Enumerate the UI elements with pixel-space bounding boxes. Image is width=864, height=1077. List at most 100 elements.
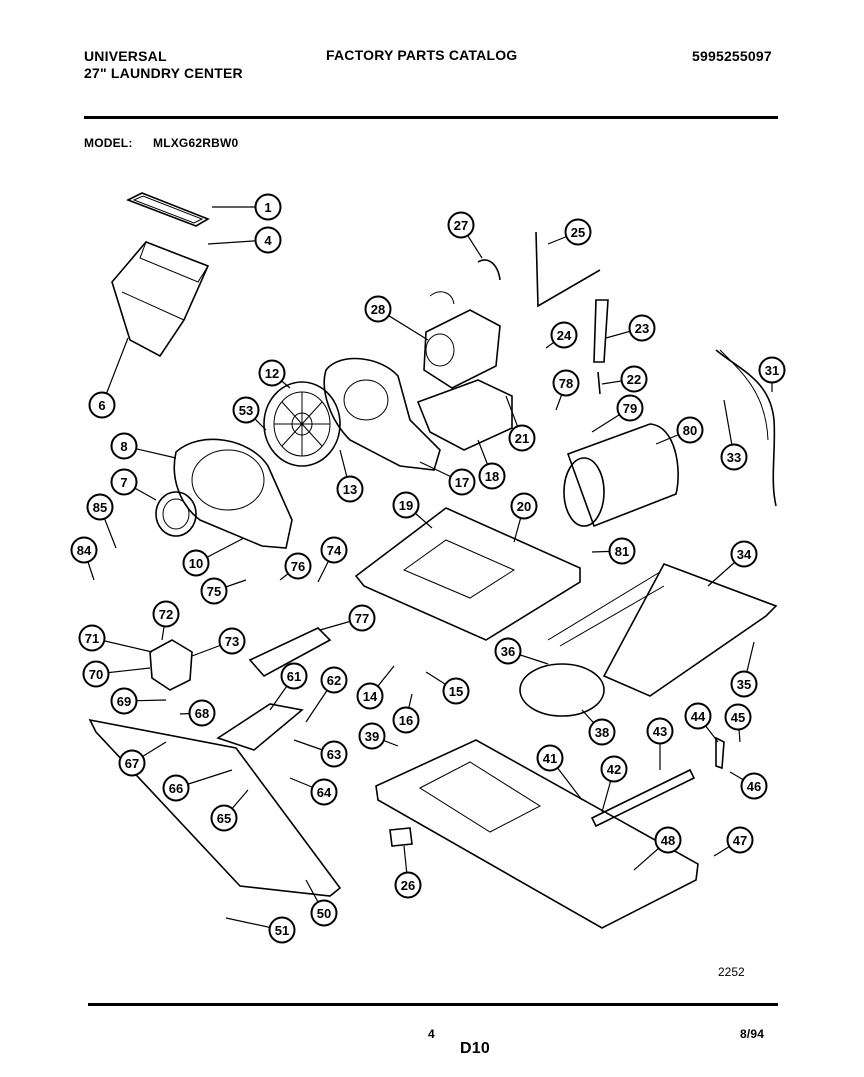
- callout-number: 71: [85, 631, 99, 646]
- callout-circle: [494, 637, 522, 665]
- part-callout-73: 73: [218, 627, 246, 655]
- callout-circle: [740, 772, 768, 800]
- callout-circle: [110, 468, 138, 496]
- part-callout-61: 61: [280, 662, 308, 690]
- callout-number: 76: [291, 559, 305, 574]
- callout-circle: [758, 356, 786, 384]
- callout-number: 75: [207, 584, 221, 599]
- callout-circle: [210, 804, 238, 832]
- callout-number: 66: [169, 781, 183, 796]
- part-callout-18: 18: [478, 462, 506, 490]
- callout-number: 74: [327, 543, 342, 558]
- callout-number: 21: [515, 431, 529, 446]
- brand-label: UNIVERSAL: [84, 48, 167, 64]
- callout-number: 39: [365, 729, 379, 744]
- callout-circle: [654, 826, 682, 854]
- callout-circle: [162, 774, 190, 802]
- callout-number: 4: [264, 233, 272, 248]
- part-callout-48: 48: [654, 826, 682, 854]
- callout-circle: [200, 577, 228, 605]
- part-callout-69: 69: [110, 687, 138, 715]
- part-callout-47: 47: [726, 826, 754, 854]
- callout-circle: [280, 662, 308, 690]
- part-callout-63: 63: [320, 740, 348, 768]
- part-callout-15: 15: [442, 677, 470, 705]
- callout-circle: [608, 537, 636, 565]
- part-callout-64: 64: [310, 778, 338, 806]
- part-callout-38: 38: [588, 718, 616, 746]
- callout-number: 53: [239, 403, 253, 418]
- part-callout-42: 42: [600, 755, 628, 783]
- callout-number: 13: [343, 482, 357, 497]
- parts-drawing: [88, 192, 778, 929]
- callout-circle: [552, 369, 580, 397]
- callout-circle: [730, 670, 758, 698]
- part-callout-45: 45: [724, 703, 752, 731]
- callout-circle: [364, 295, 392, 323]
- part-callout-19: 19: [392, 491, 420, 519]
- callout-circle: [600, 755, 628, 783]
- callout-number: 18: [485, 469, 499, 484]
- callout-circle: [78, 624, 106, 652]
- callout-number: 34: [737, 547, 752, 562]
- part-callout-75: 75: [200, 577, 228, 605]
- callout-number: 38: [595, 725, 609, 740]
- callout-number: 84: [77, 543, 92, 558]
- part-callout-46: 46: [740, 772, 768, 800]
- callout-circle: [720, 443, 748, 471]
- part-callout-70: 70: [82, 660, 110, 688]
- callout-circle: [110, 687, 138, 715]
- callout-circle: [88, 391, 116, 419]
- part-callout-81: 81: [608, 537, 636, 565]
- callout-circle: [320, 740, 348, 768]
- callout-circle: [478, 462, 506, 490]
- callout-number: 31: [765, 363, 779, 378]
- callout-number: 78: [559, 376, 573, 391]
- part-callout-8: 8: [110, 432, 138, 460]
- model-label: MODEL:: [84, 136, 133, 150]
- part-callout-25: 25: [564, 218, 592, 246]
- callout-number: 85: [93, 500, 107, 515]
- callout-circle: [358, 722, 386, 750]
- part-callout-6: 6: [88, 391, 116, 419]
- callout-number: 6: [98, 398, 105, 413]
- part-callout-51: 51: [268, 916, 296, 944]
- footer-rule: [88, 1003, 778, 1006]
- callout-number: 28: [371, 302, 385, 317]
- part-callout-35: 35: [730, 670, 758, 698]
- callout-number: 51: [275, 923, 289, 938]
- callout-number: 81: [615, 544, 629, 559]
- part-callout-27: 27: [447, 211, 475, 239]
- callout-circle: [118, 749, 146, 777]
- callout-number: 12: [265, 366, 279, 381]
- part-callout-80: 80: [676, 416, 704, 444]
- callout-circle: [188, 699, 216, 727]
- callout-number: 41: [543, 751, 557, 766]
- part-callout-4: 4: [254, 226, 282, 254]
- part-callout-65: 65: [210, 804, 238, 832]
- callout-circle: [588, 718, 616, 746]
- part-callout-33: 33: [720, 443, 748, 471]
- callout-circle: [320, 666, 348, 694]
- catalog-number: 5995255097: [692, 48, 772, 64]
- part-callout-23: 23: [628, 314, 656, 342]
- part-callout-1: 1: [254, 193, 282, 221]
- part-callout-71: 71: [78, 624, 106, 652]
- part-callout-21: 21: [508, 424, 536, 452]
- callout-circle: [730, 540, 758, 568]
- callout-number: 63: [327, 747, 341, 762]
- callout-number: 8: [120, 439, 127, 454]
- callout-circle: [258, 359, 286, 387]
- callout-circle: [628, 314, 656, 342]
- part-callout-14: 14: [356, 682, 384, 710]
- part-callout-66: 66: [162, 774, 190, 802]
- callout-circle: [510, 492, 538, 520]
- callout-number: 43: [653, 724, 667, 739]
- part-callout-76: 76: [284, 552, 312, 580]
- part-callout-17: 17: [448, 468, 476, 496]
- callout-circle: [254, 193, 282, 221]
- callout-circle: [70, 536, 98, 564]
- callout-circle: [310, 899, 338, 927]
- callout-number: 35: [737, 677, 751, 692]
